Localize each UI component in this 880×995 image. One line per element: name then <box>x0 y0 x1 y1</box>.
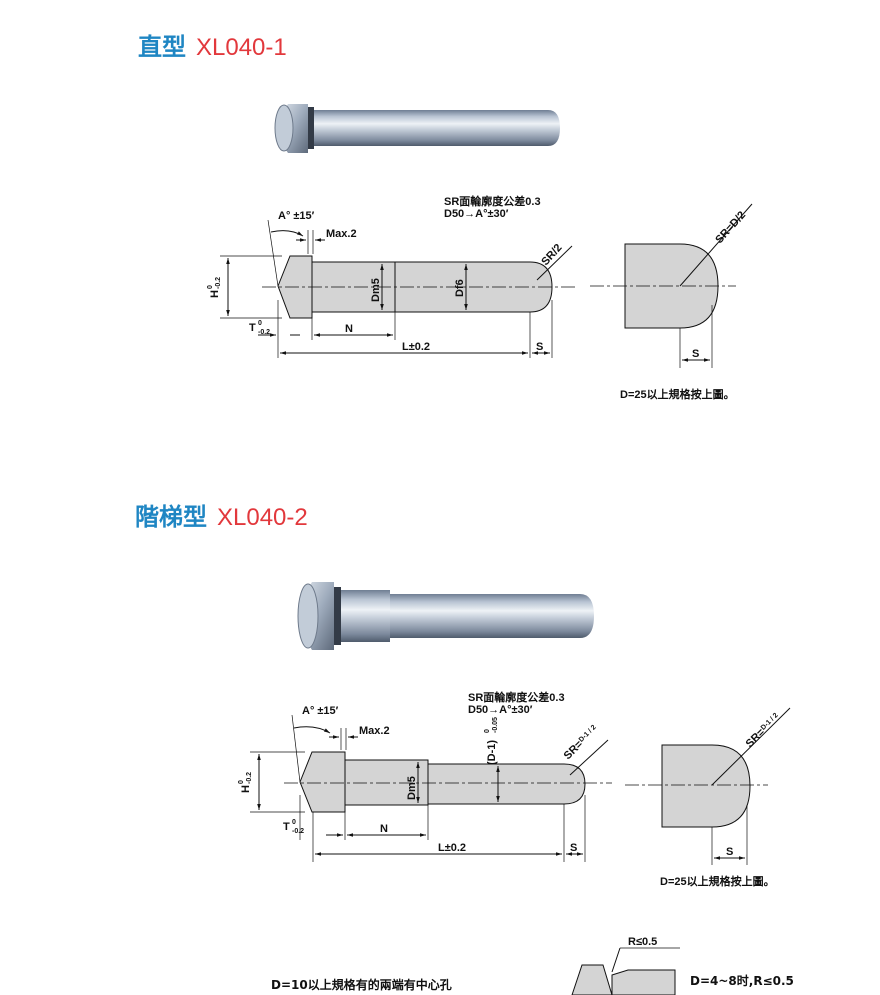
svg-text:D-1 / 2: D-1 / 2 <box>760 712 780 732</box>
max-label: Max.2 <box>326 228 357 240</box>
svg-text:0: 0 <box>258 320 262 327</box>
section-title-stepped: 階梯型 XL040-2 <box>135 497 308 532</box>
drawing-stepped-labels: SR面輪廓度公差0.3 D50→A°±30′ A° ±15′ Max.2 H 0… <box>238 690 598 854</box>
s-label: S <box>536 341 543 353</box>
detail-sr-label: SR=D/2 <box>713 209 748 246</box>
drawing-straight <box>220 219 575 358</box>
svg-text:-0.2: -0.2 <box>215 277 222 289</box>
max-label: Max.2 <box>359 725 390 737</box>
radius-note: D=4~8时,R≤0.5 <box>690 974 794 988</box>
dm-label: Dm5 <box>370 278 382 302</box>
detail-end-straight <box>590 203 753 368</box>
svg-text:-0.2: -0.2 <box>246 772 253 784</box>
section-code: XL040-1 <box>196 34 287 61</box>
pin-photo-straight <box>274 104 560 153</box>
h-dimension-label: H 0 -0.2 <box>207 277 222 298</box>
center-hole-note: D=10以上規格有的兩端有中心孔 <box>271 978 452 992</box>
detail-end-stepped <box>625 707 791 865</box>
tolerance-note-1: SR面輪廓度公差0.3 <box>468 690 565 704</box>
h-dimension-label: H 0 -0.2 <box>238 772 253 793</box>
svg-text:T: T <box>283 821 290 833</box>
tolerance-note-2: D50→A°±30′ <box>468 704 533 716</box>
angle-label: A° ±15′ <box>302 705 339 717</box>
bottom-radius-drawing <box>571 947 680 995</box>
dm-label: Dm5 <box>406 776 418 800</box>
drawing-straight-labels: SR面輪廓度公差0.3 D50→A°±30′ A° ±15′ Max.2 H 0… <box>207 194 565 353</box>
detail-s-label: S <box>726 846 733 858</box>
svg-text:-0.2: -0.2 <box>292 828 304 835</box>
tolerance-note-2: D50→A°±30′ <box>444 208 509 220</box>
section-name: 階梯型 <box>135 503 207 531</box>
svg-text:T: T <box>249 322 256 334</box>
df-label: Df6 <box>454 279 466 297</box>
s-label: S <box>570 842 577 854</box>
svg-text:H: H <box>209 290 221 298</box>
detail-sr-label: SR= D-1 / 2 <box>744 712 780 750</box>
l-label: L±0.2 <box>402 341 430 353</box>
pin-photo-stepped <box>297 582 594 650</box>
svg-text:0: 0 <box>238 780 245 784</box>
r-label: R≤0.5 <box>628 936 657 948</box>
section-code: XL040-2 <box>217 504 308 531</box>
detail-s-label: S <box>692 348 699 360</box>
svg-text:-0.05: -0.05 <box>492 717 499 733</box>
t-dimension-label: T 0 -0.2 <box>283 819 304 835</box>
dstep-dimension-label: (D-1) 0 -0.05 <box>484 717 499 765</box>
sr-label: SR/2 <box>539 242 564 268</box>
drawing-stepped <box>250 714 612 862</box>
n-label: N <box>345 323 353 335</box>
n-label: N <box>380 823 388 835</box>
detail-note: D=25以上規格按上圖。 <box>660 874 775 888</box>
t-dimension-label: T 0 -0.2 <box>249 320 270 336</box>
svg-text:0: 0 <box>484 729 491 733</box>
section-name: 直型 <box>138 33 186 61</box>
detail-note: D=25以上規格按上圖。 <box>620 387 735 401</box>
svg-text:D-1 / 2: D-1 / 2 <box>578 724 598 744</box>
section-title-straight: 直型 XL040-1 <box>138 27 287 62</box>
svg-text:0: 0 <box>207 285 214 289</box>
svg-text:H: H <box>240 785 252 793</box>
svg-text:-0.2: -0.2 <box>258 329 270 336</box>
l-label: L±0.2 <box>438 842 466 854</box>
angle-label: A° ±15′ <box>278 210 315 222</box>
sr-label: SR= D-1 / 2 <box>562 724 598 762</box>
svg-text:(D-1): (D-1) <box>486 740 498 765</box>
tolerance-note-1: SR面輪廓度公差0.3 <box>444 194 541 208</box>
svg-text:0: 0 <box>292 819 296 826</box>
